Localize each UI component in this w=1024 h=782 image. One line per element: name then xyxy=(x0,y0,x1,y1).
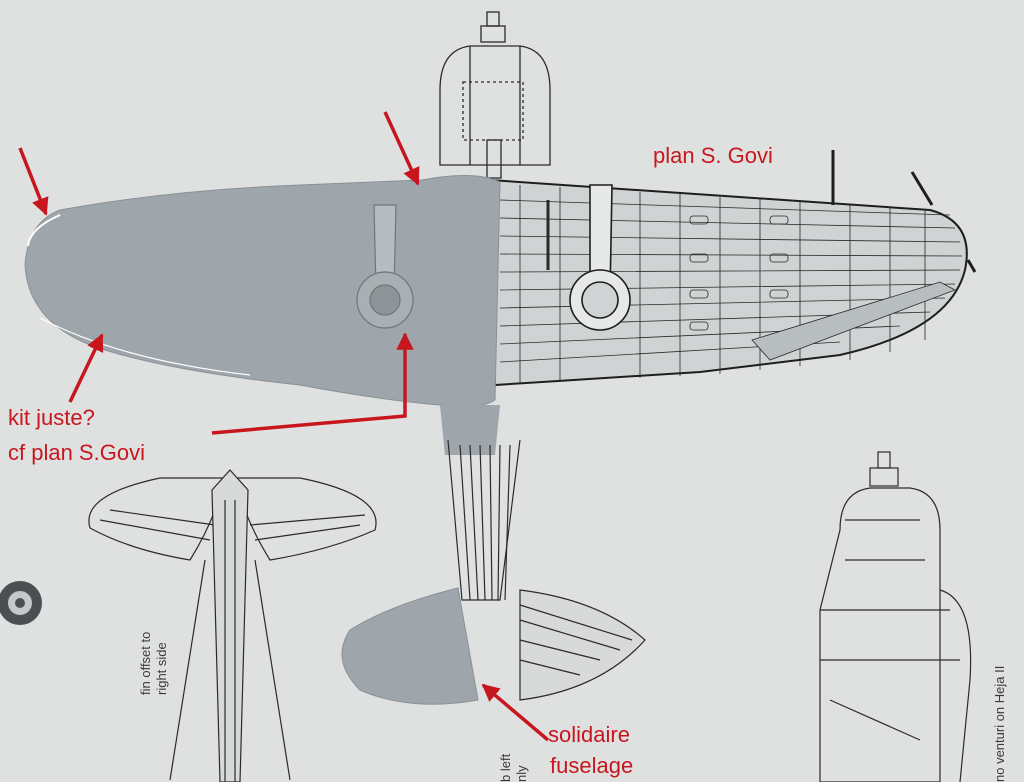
arrow-wing-root xyxy=(383,111,420,186)
side-view-drawing xyxy=(819,451,972,782)
kit-part-tailplane xyxy=(341,587,479,705)
annotation-solidaire: solidaire xyxy=(548,722,630,747)
annotation-kit-juste: kit juste? xyxy=(8,405,95,430)
printed-fin-offset-2: right side xyxy=(154,642,169,695)
wing-panel-lines xyxy=(499,185,963,383)
right-landing-gear xyxy=(569,184,631,331)
annotation-fuselage: fuselage xyxy=(550,753,634,778)
annotation-arrows xyxy=(18,111,550,742)
printed-venturi: no venturi on Heja II xyxy=(992,665,1007,782)
nose-cowling-drawing xyxy=(439,11,551,179)
kit-part-wing xyxy=(24,174,501,455)
printed-tab-only: nly xyxy=(514,765,529,782)
arrow-trailing-edge xyxy=(68,333,104,403)
wheel-drawing xyxy=(0,581,42,625)
arrow-tailplane xyxy=(481,683,550,742)
tail-view-drawing xyxy=(88,469,377,782)
printed-tab-left: b left xyxy=(498,753,513,782)
wing-fittings xyxy=(831,150,977,273)
arrow-wingtip xyxy=(18,147,49,216)
printed-fin-offset-1: fin offset to xyxy=(138,631,153,695)
annotation-plan-govi: plan S. Govi xyxy=(653,143,773,168)
arrow-gear-well xyxy=(211,332,414,435)
rear-fuselage-drawing xyxy=(447,439,646,701)
annotation-cf-plan: cf plan S.Govi xyxy=(8,440,145,465)
kit-left-landing-gear xyxy=(356,204,414,329)
plan-wing-drawing xyxy=(488,178,968,387)
